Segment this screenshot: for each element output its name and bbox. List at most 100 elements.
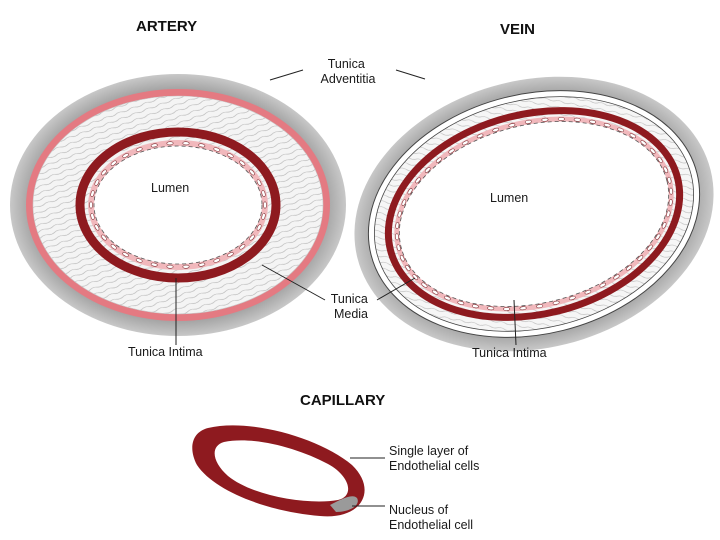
artery-lumen-label: Lumen (151, 181, 189, 195)
endothelial-cell (213, 147, 221, 152)
endothelial-cell (239, 244, 246, 250)
endothelial-cell (568, 295, 576, 301)
endothelial-cell (166, 264, 174, 269)
endothelial-cell (256, 179, 262, 186)
tunica-adventitia-line-1: Tunica (328, 57, 365, 71)
media-leader-vein (376, 277, 416, 301)
vein-heading: VEIN (500, 21, 535, 38)
endothelial-cell (166, 141, 174, 146)
endothelial-cell (263, 201, 267, 209)
artery-tunica-intima-label: Tunica Intima (128, 345, 203, 359)
endothelial-cell (603, 123, 611, 128)
capillary-nucleus (330, 496, 358, 512)
endothelial-cell (552, 300, 560, 305)
capillary-heading: CAPILLARY (300, 392, 385, 409)
endothelial-cell (640, 140, 647, 146)
artery-cross-section: Lumen (10, 74, 346, 336)
endothelial-cell (400, 254, 405, 262)
endothelial-cell (395, 233, 399, 241)
vein-cross-section (354, 76, 714, 352)
endothelial-cell (647, 244, 653, 251)
endothelial-cell (415, 177, 421, 184)
endothelial-cell (213, 258, 221, 263)
endothelial-cell (476, 133, 484, 139)
endothelial-cell (227, 252, 234, 257)
media-leader-artery (261, 264, 326, 301)
endothelial-cell (150, 143, 158, 148)
vein-tunica-intima-label: Tunica Intima (472, 346, 547, 360)
endothelial-cell (182, 141, 190, 146)
endothelial-cell (541, 117, 549, 122)
endothelial-cell (94, 224, 100, 231)
endothelial-cell (110, 160, 117, 166)
endothelial-cell (668, 199, 673, 206)
endothelial-cell (457, 300, 465, 305)
endothelial-cell (261, 212, 266, 220)
endothelial-cell (471, 304, 479, 309)
endothelial-cell (487, 306, 495, 311)
adventitia-leader-artery (269, 69, 304, 81)
vein-lumen-label: Lumen (490, 191, 528, 205)
endothelial-cell (249, 169, 255, 176)
endothelial-cell (524, 119, 532, 124)
endothelial-cell (657, 156, 663, 164)
endothelial-cell (431, 289, 439, 295)
endothelial-cell (557, 117, 565, 121)
artery-internal-elastic-lamina (75, 127, 281, 283)
endothelial-cell (599, 282, 606, 288)
capillary-endothelial-wall (192, 425, 365, 517)
endothelial-cell (227, 153, 234, 158)
endothelial-cell (666, 210, 671, 218)
endothelial-cell (101, 169, 107, 176)
endothelial-cell (424, 167, 431, 173)
nucleus-label: Nucleus of Endothelial cell (389, 503, 473, 532)
endothelial-cell (395, 222, 400, 229)
endothelial-cell (122, 252, 129, 257)
endothelial-cell (661, 222, 667, 229)
endothelial-cell (444, 295, 451, 301)
endothelial-cell (90, 190, 95, 198)
endothelial-cell (256, 224, 262, 231)
adventitia-leader-vein (395, 69, 426, 80)
endothelial-cell (89, 201, 93, 209)
endothelial-cell (637, 255, 644, 261)
nucleus-line-2: Endothelial cell (389, 518, 473, 532)
vein-internal-elastic-lamina (384, 107, 684, 321)
endothelial-cell (135, 258, 143, 263)
endothelial-cell (626, 265, 633, 271)
endothelial-cell (150, 262, 158, 267)
endothelial-cell (655, 233, 661, 240)
endothelial-cell (405, 264, 411, 272)
endothelial-cell (101, 234, 107, 241)
artery-endothelial-cells (89, 141, 267, 269)
tunica-media-line-2: Media (334, 307, 368, 321)
vein-endothelial-cells (395, 117, 673, 311)
tunica-adventitia-label: Tunica Adventitia (321, 57, 376, 86)
endothelial-cell (396, 244, 401, 252)
endothelial-cell (122, 153, 129, 158)
tunica-adventitia-line-2: Adventitia (321, 72, 376, 86)
endothelial-cell (462, 140, 469, 146)
artery-heading: ARTERY (136, 18, 197, 35)
endothelial-cell (135, 147, 143, 152)
endothelial-cell (198, 262, 206, 267)
endothelial-cell (584, 289, 592, 295)
endothelial-cell (613, 274, 620, 280)
endothelial-cell (663, 166, 668, 174)
endothelial-cell (401, 199, 407, 206)
endothelial-cell (182, 264, 190, 269)
endothelial-cell (508, 123, 516, 128)
endothelial-cell (503, 307, 511, 311)
endothelial-cell (239, 160, 246, 166)
tunica-media-label: Tunica Media (331, 292, 372, 321)
endothelial-cell (649, 148, 656, 154)
endothelial-cell (421, 282, 428, 288)
endothelial-cell (110, 244, 117, 250)
single-layer-line-1: Single layer of (389, 444, 469, 458)
endothelial-cell (589, 119, 597, 124)
endothelial-cell (198, 143, 206, 148)
single-layer-line-2: Endothelial cells (389, 459, 479, 473)
endothelial-cell (397, 210, 402, 218)
endothelial-cell (90, 212, 95, 220)
